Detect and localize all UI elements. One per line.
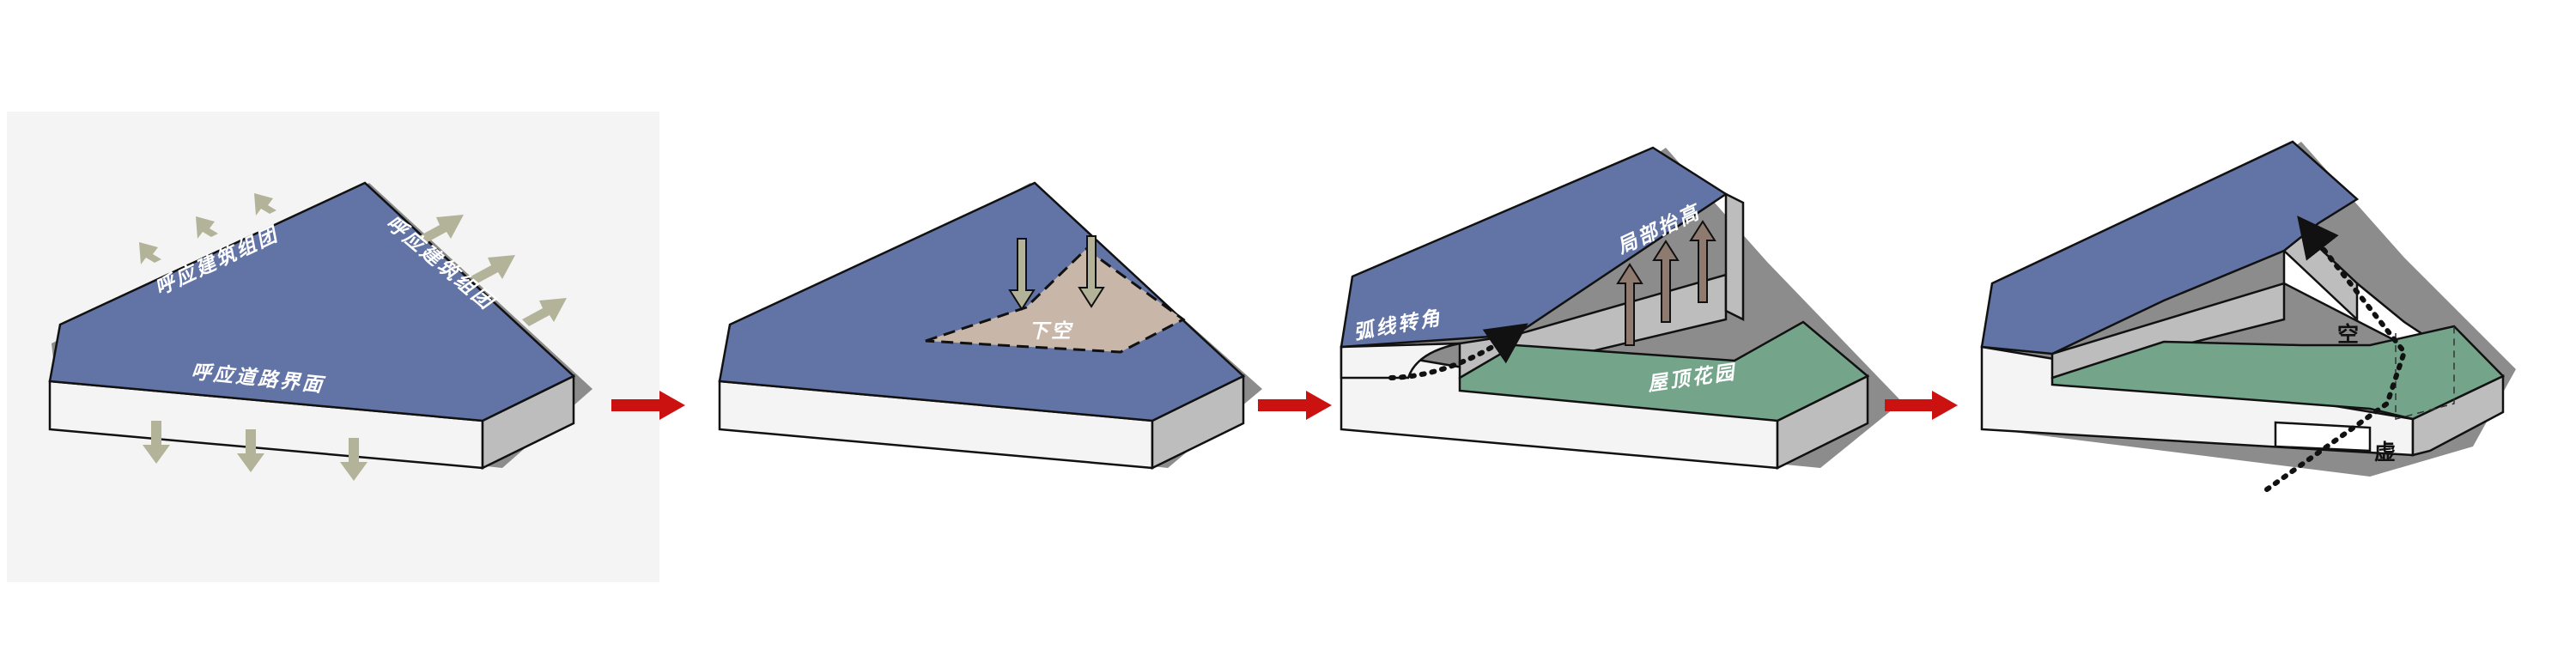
flow-arrow-icon <box>340 438 368 481</box>
flow-arrow-icon <box>254 193 276 216</box>
panel-1-outward-arrows-upper-left <box>139 193 276 264</box>
flow-arrow-icon <box>143 421 170 464</box>
panel-3-raised-right-wall <box>1724 191 1745 322</box>
panel-2-label-sunken: 下空 <box>1029 320 1073 343</box>
up-arrow-icon <box>1652 240 1680 323</box>
panel-1-block-roof <box>48 181 576 422</box>
step-arrow-3 <box>1885 391 1958 420</box>
panel-3: 弧线转角 局部抬高 屋顶花园 <box>1340 146 1902 471</box>
flow-arrow-icon <box>419 215 464 243</box>
flow-arrow-icon <box>139 242 161 264</box>
panel-1-outward-arrows-right <box>419 215 567 326</box>
step-arrow-2 <box>1258 391 1332 420</box>
panel-3-lift-arrows <box>1616 220 1716 346</box>
panel-3-dotted-path <box>1388 323 1528 380</box>
flow-arrow-icon <box>471 255 515 283</box>
panel-1-outward-arrows-down <box>143 421 368 481</box>
panel-4-label-void-bottom: 虚 <box>2374 440 2396 465</box>
panel-3-raised-roof <box>1340 146 1728 349</box>
panel-4-under-void <box>2274 421 2372 453</box>
flow-arrow-icon <box>196 216 218 239</box>
panel-2-sunken-area <box>925 247 1186 354</box>
down-arrow-icon <box>1008 238 1036 311</box>
panel-4: 空 虚 <box>1980 140 2516 492</box>
panel-1: 呼应建筑组团 呼应建筑组团 呼应道路界面 <box>7 112 659 582</box>
flow-arrow-icon <box>237 429 264 472</box>
step-arrow-1 <box>611 391 685 420</box>
panel-3-ramp <box>1340 342 1461 380</box>
panel-2-block-roof <box>718 181 1246 422</box>
down-arrow-icon <box>1078 235 1105 308</box>
panel-3-garden <box>1458 320 1870 422</box>
up-arrow-icon <box>1689 220 1716 303</box>
panel-4-raised-wall <box>2050 282 2286 380</box>
panel-2: 下空 <box>718 181 1262 471</box>
panel-2-down-arrows <box>1008 235 1105 311</box>
panel-4-label-void-top: 空 <box>2337 322 2359 347</box>
panel-4-raised-roof <box>1980 140 2360 355</box>
flow-arrow-icon <box>522 298 567 326</box>
panel-4-dotted-path <box>2264 216 2408 492</box>
up-arrow-icon <box>1616 263 1643 346</box>
